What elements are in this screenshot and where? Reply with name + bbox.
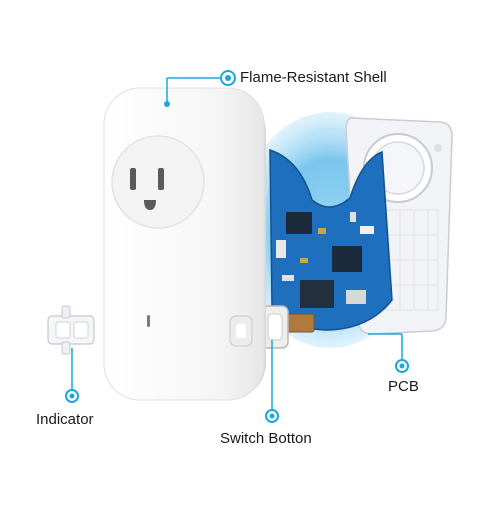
label-shell: Flame-Resistant Shell bbox=[240, 69, 387, 86]
indicator-part bbox=[47, 305, 95, 355]
pcb-board bbox=[269, 148, 393, 331]
label-pcb: PCB bbox=[388, 378, 419, 395]
switch-button-part bbox=[261, 305, 315, 349]
callout-indicator bbox=[65, 348, 79, 403]
callout-switch bbox=[265, 340, 279, 423]
label-switch: Switch Botton bbox=[220, 430, 312, 447]
callout-shell bbox=[164, 70, 236, 107]
label-indicator: Indicator bbox=[36, 411, 94, 428]
callout-pcb bbox=[368, 333, 409, 373]
plug-shell bbox=[103, 87, 266, 401]
